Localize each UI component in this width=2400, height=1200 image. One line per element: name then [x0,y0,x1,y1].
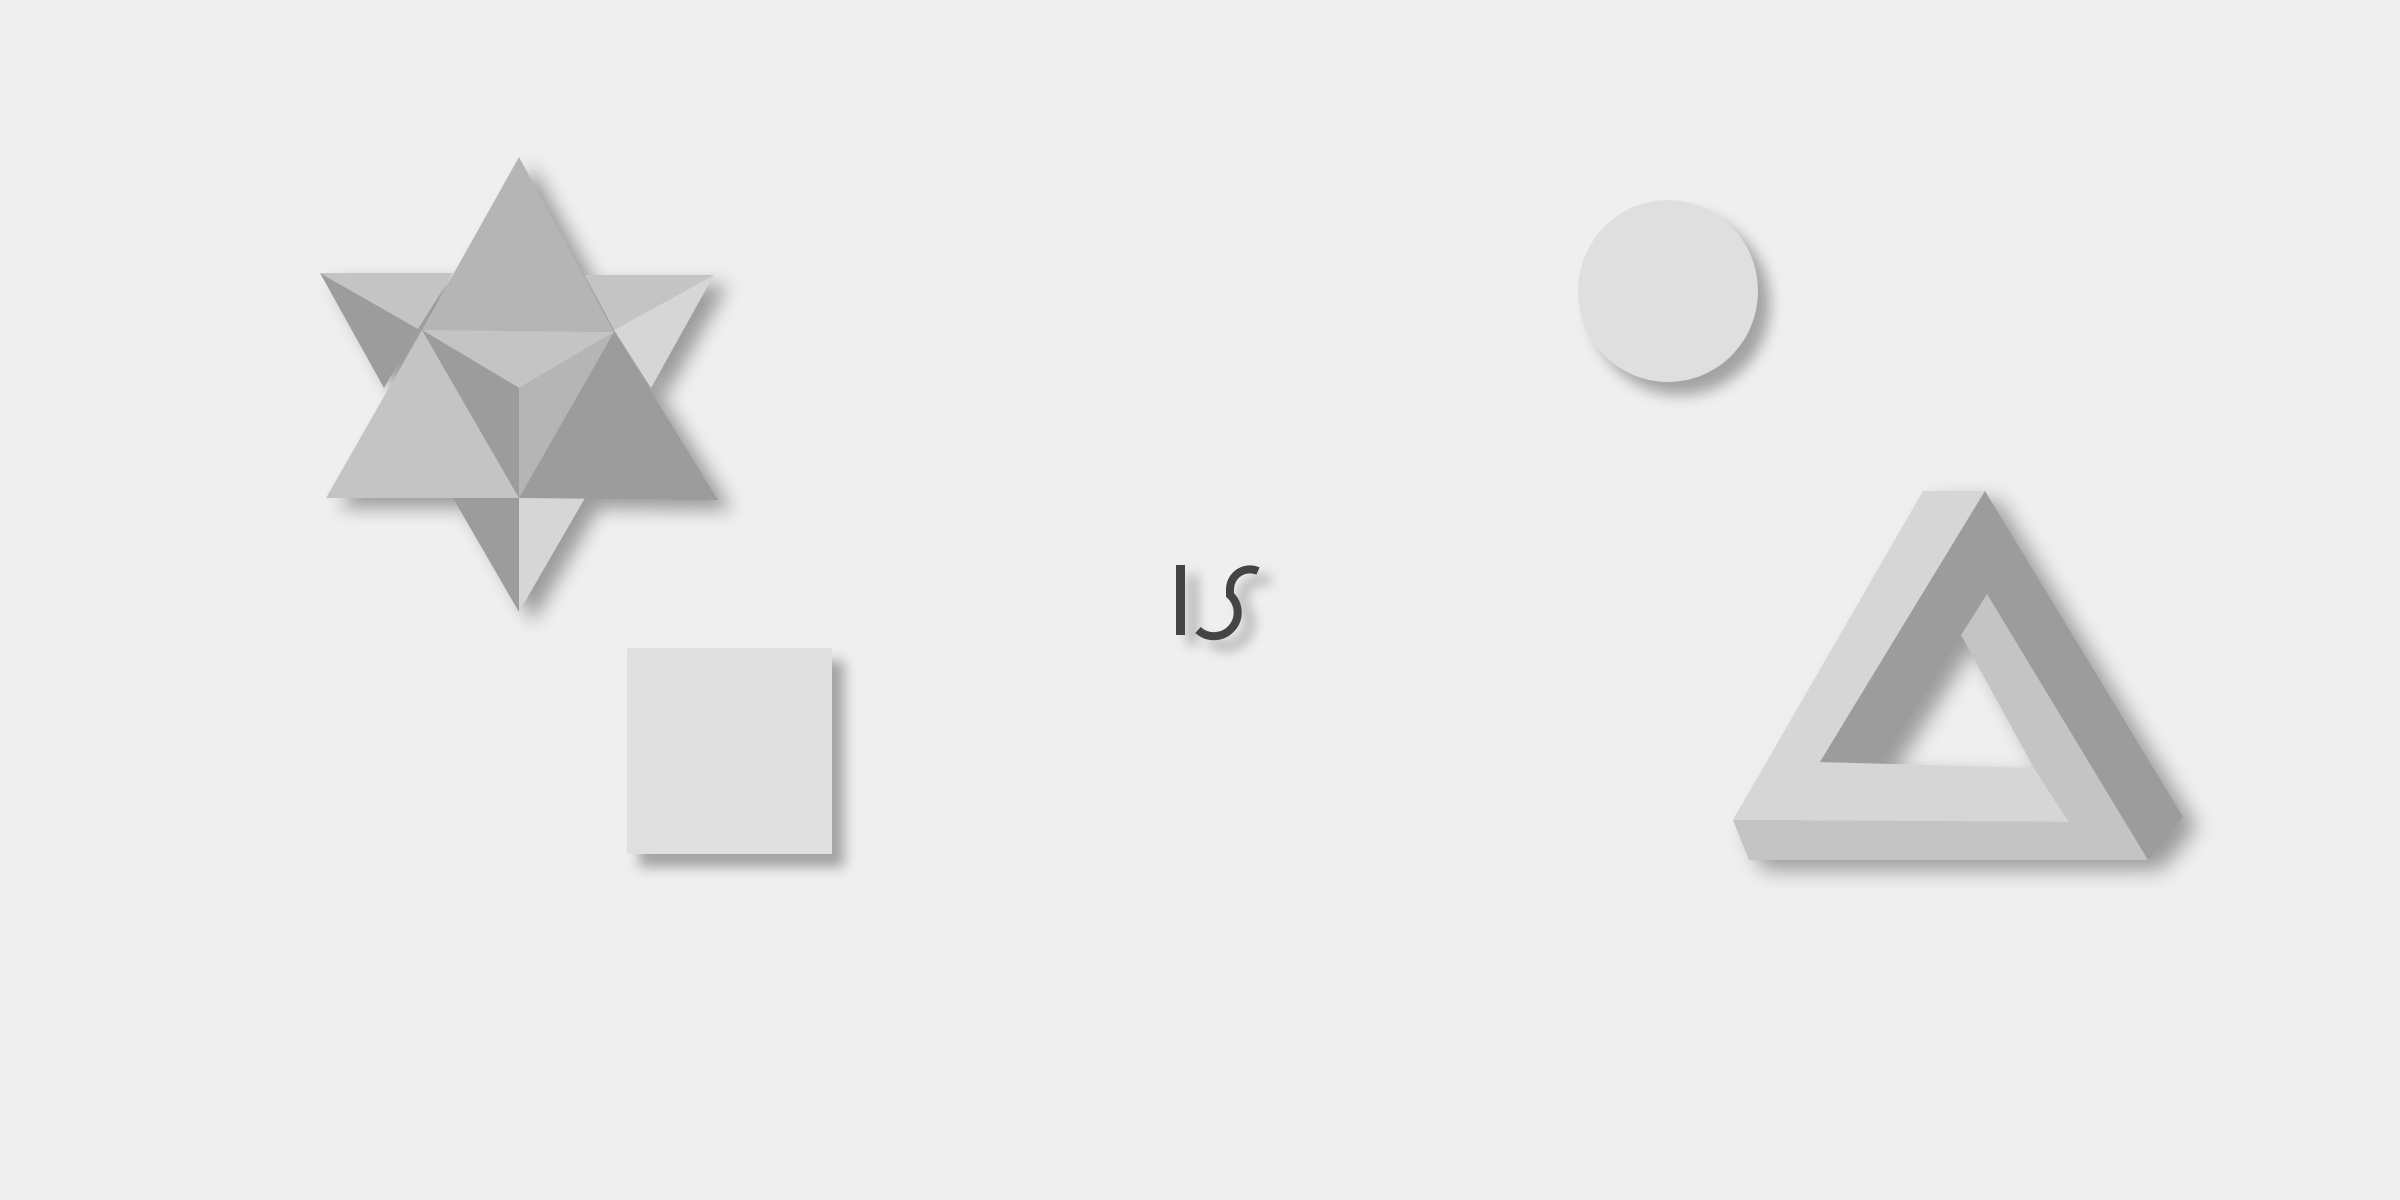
square-shape [627,648,832,854]
circle-shape [1578,200,1758,382]
loading-logo-icon [1176,565,1260,641]
penrose-triangle-icon [1733,491,2183,860]
star-tetrahedron-icon [320,157,718,612]
